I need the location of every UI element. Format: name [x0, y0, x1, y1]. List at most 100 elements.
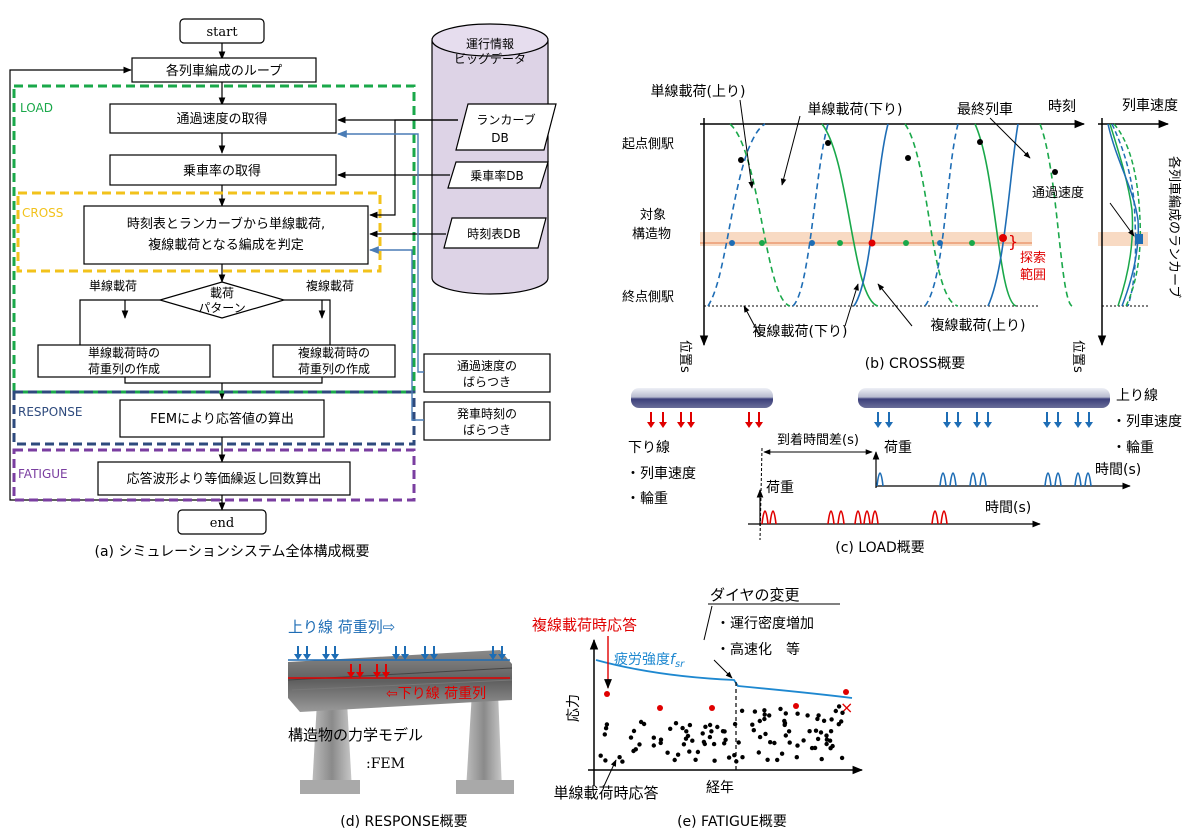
- single-response-label: 単線載荷時応答: [553, 784, 658, 802]
- down-line-label: 下り線: [628, 440, 670, 456]
- double-series-line-1: 複線載荷時の: [298, 345, 370, 360]
- diagram-change-label: ダイヤの変更: [710, 586, 800, 604]
- scatter-dot: [651, 735, 656, 740]
- occupancy-db-label: 乗車率DB: [470, 168, 523, 183]
- run-curve-label: 各列車編成のランカーブ: [1166, 156, 1182, 298]
- panel-e-fatigue: 応力 経年 × 複線載荷時応答 ダイヤの変更 ・運行密度増加 ・高速化 等 疲労…: [532, 586, 864, 830]
- start-label: start: [206, 25, 238, 40]
- scatter-dot: [722, 741, 727, 746]
- scatter-dot: [695, 749, 701, 755]
- scatter-dot: [779, 751, 785, 756]
- scatter-dot: [839, 719, 844, 724]
- caption-b: (b) CROSS概要: [865, 356, 966, 372]
- scatter-dot: [707, 734, 713, 740]
- scatter-dot: [602, 732, 607, 737]
- scatter-dot: [598, 753, 603, 758]
- judge-step: [83, 205, 369, 265]
- response-section: [12, 390, 416, 446]
- cylinder-line-2: ビッグデータ: [454, 51, 526, 66]
- end-terminal: [177, 509, 267, 535]
- scatter-dot: [815, 716, 820, 722]
- panel-a-flowchart: start 各列車編成のループ LOAD 通過速度の取得 乗車率の取得 CROS…: [9, 18, 557, 560]
- scatter-dot: [757, 734, 763, 740]
- cross-label: CROSS: [22, 206, 63, 220]
- scatter-dot: [752, 709, 758, 714]
- scatter-dot: [637, 742, 642, 747]
- position-label-left: 位置s: [677, 340, 692, 373]
- scatter-dot: [809, 745, 815, 751]
- runcurve-db-line-2: DB: [491, 131, 508, 145]
- scatter-dot: [701, 739, 707, 745]
- branch-double: 複線載荷: [306, 278, 354, 293]
- speed-variation-line-1: 通過速度の: [457, 358, 517, 373]
- scatter-dot: [824, 733, 829, 738]
- down-load-arrows: [347, 664, 390, 678]
- scatter-dot: [756, 750, 761, 755]
- single-down-label: 単線載荷(下り): [808, 102, 903, 118]
- pass-speed-label: 通過速度: [1032, 185, 1084, 201]
- scatter-dot: [651, 743, 656, 748]
- loop-box: [131, 57, 317, 83]
- search-line-2: 範囲: [1020, 268, 1046, 283]
- timetable-db-label: 時刻表DB: [467, 227, 520, 241]
- fatigue-section: [12, 448, 416, 502]
- scatter-dot: [833, 708, 838, 714]
- scatter-dot: [720, 729, 726, 734]
- scatter-dot: [732, 721, 738, 727]
- scatter-dot: [617, 755, 622, 760]
- scatter-dot: [711, 741, 717, 747]
- scatter-dot: [681, 742, 687, 747]
- up-load-label: 荷重: [884, 440, 912, 456]
- scatter-dot: [690, 738, 695, 743]
- down-item-1: ・列車速度: [626, 465, 696, 482]
- scatter-dot: [603, 758, 608, 763]
- double-series-line-2: 荷重列の作成: [298, 362, 370, 376]
- response-label: RESPONSE: [18, 405, 82, 419]
- timetable-db: [443, 217, 547, 249]
- down-series-label: ⇦下り線 荷重列: [386, 686, 486, 702]
- scatter-dot: [765, 757, 770, 762]
- fem-step: [119, 399, 325, 438]
- scatter-dot: [783, 733, 788, 738]
- speed-step-label: 通過速度の取得: [176, 111, 267, 127]
- bridge-girder: [288, 650, 512, 712]
- scatter-dot: [684, 729, 689, 734]
- scatter-dot: [805, 713, 810, 718]
- departure-variation-line-2: ばらつき: [463, 423, 511, 437]
- up-time-label: 時間(s): [1095, 462, 1141, 478]
- scatter-dot: [668, 726, 673, 731]
- speed-variation-line-2: ばらつき: [463, 375, 511, 389]
- scatter-dot: [700, 731, 705, 736]
- scatter-dot: [783, 711, 788, 716]
- fatigue-step-label: 応答波形より等価繰返し回数算出: [127, 471, 322, 487]
- search-bracket: }: [1008, 232, 1018, 251]
- judge-line-1: 時刻表とランカーブから単線載荷,: [127, 216, 325, 232]
- departure-variation-line-1: 発車時刻の: [457, 407, 517, 421]
- scatter-dot: [794, 755, 799, 760]
- scatter-dot: [816, 713, 821, 718]
- scatter-dot: [687, 722, 693, 728]
- scatter-dot: [709, 729, 714, 734]
- single-series-line-2: 荷重列の作成: [88, 362, 160, 376]
- caption-c: (c) LOAD概要: [835, 540, 925, 556]
- scatter-dot: [828, 746, 833, 751]
- scatter-dot: [707, 722, 713, 728]
- scatter-dot: [685, 733, 691, 739]
- scatter-dot: [813, 728, 819, 733]
- scatter-dot: [839, 755, 845, 761]
- double-down-label: 複線載荷(下り): [753, 323, 848, 340]
- single-response-points: [598, 704, 845, 764]
- scatter-dot: [828, 729, 834, 734]
- load-section: [12, 84, 416, 394]
- occupancy-step-label: 乗車率の取得: [183, 163, 261, 179]
- cross-section: [16, 191, 382, 273]
- caption-d: (d) RESPONSE概要: [340, 814, 467, 830]
- single-series-line-1: 単線載荷時の: [88, 345, 160, 360]
- target-line-1: 対象: [640, 208, 666, 223]
- stress-label: 応力: [566, 694, 582, 722]
- panel-d-response: 上り線 荷重列⇨ ⇦下り線 荷重列 構造物の力学モデル :FEM (d) RES…: [287, 618, 514, 830]
- start-terminal: [179, 18, 265, 44]
- scatter-dot: [703, 724, 708, 729]
- scatter-dot: [795, 743, 800, 748]
- scatter-dot: [734, 759, 739, 764]
